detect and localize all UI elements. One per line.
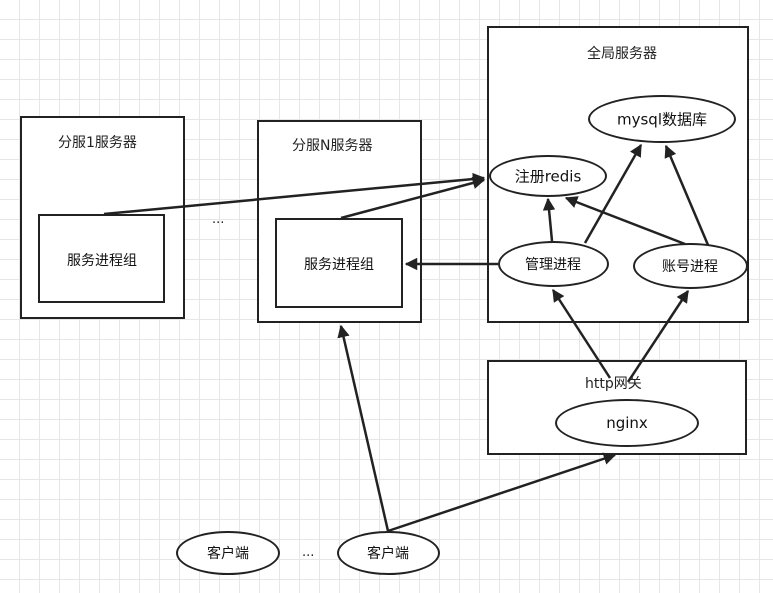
arrow-shard1-to-redis (103, 172, 486, 216)
shard1-process-group-box (38, 214, 165, 303)
redis-node (489, 155, 607, 197)
shard1-process-group-label: 服务进程组 (67, 253, 137, 269)
arrow-client-to-nginx (387, 452, 617, 533)
mysql-node (588, 95, 736, 143)
client-left-label: 客户端 (207, 546, 249, 562)
http-gateway-title: http网关 (585, 376, 642, 392)
shardN-process-group-label: 服务进程组 (304, 257, 374, 273)
manager-process-node (498, 241, 609, 287)
nginx-label: nginx (606, 414, 648, 432)
global-server-title: 全局服务器 (587, 46, 657, 62)
arrow-client-to-shardN (337, 324, 390, 532)
nginx-node (555, 399, 699, 447)
client-ellipsis: ... (302, 545, 315, 560)
client-left-node (176, 531, 280, 575)
arrow-gateway-to-manager (551, 288, 612, 379)
arrow-shardN-to-redis (340, 176, 486, 220)
arrow-manager-to-mysql (583, 143, 643, 244)
shardN-process-group-box (275, 218, 403, 308)
arrow-manager-to-redis (542, 197, 556, 242)
client-right-label: 客户端 (367, 546, 409, 562)
manager-process-label: 管理进程 (525, 257, 581, 273)
shard-ellipsis: ... (212, 212, 225, 227)
arrow-account-to-redis (564, 196, 686, 246)
account-process-label: 账号进程 (662, 259, 718, 275)
shard1-server-title: 分服1服务器 (58, 135, 137, 151)
mysql-label: mysql数据库 (617, 110, 707, 129)
arrow-account-to-mysql (664, 144, 710, 246)
arrow-gateway-to-account (626, 289, 690, 383)
redis-label: 注册redis (514, 167, 582, 186)
shardN-server-title: 分服N服务器 (292, 138, 373, 154)
account-process-node (633, 243, 748, 289)
